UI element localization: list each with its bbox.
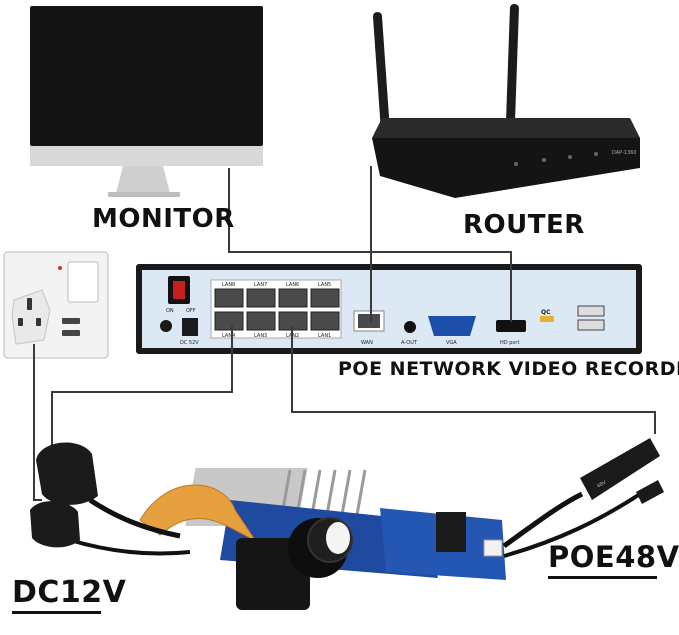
monitor-stand-base [108,192,180,197]
dc12v-underline [12,611,101,614]
lan-label: LAN8 [222,282,235,288]
wall-socket-indicator-icon [58,266,62,270]
power-off-label: OFF [186,308,196,314]
dc-connector [636,480,664,504]
router-antenna-right [506,4,519,124]
router-led-icon [568,155,572,159]
wall-socket [4,252,108,358]
router-top [372,118,640,138]
router-label: ROUTER [463,210,585,240]
lan-label: LAN6 [286,282,299,288]
dc12v-label: DC12V [12,575,126,610]
monitor-stand [116,166,170,193]
wall-socket-switch [68,262,98,302]
wan-label: WAN [361,340,373,346]
nvr-label: POE NETWORK VIDEO RECORDER [338,358,679,380]
router-led-icon [542,158,546,162]
usb-port-icon [578,306,604,316]
router-model: DAP-1360 [612,150,637,156]
rj45-connector [36,443,98,505]
lan-label: LAN5 [318,282,331,288]
qc-badge: QC [541,309,551,316]
vga-label: VGA [446,340,457,346]
poe48v-label: POE48V [548,540,679,574]
wall-socket-pin-icon [27,298,32,310]
power-on-label: ON [166,308,174,314]
lan-port [247,289,275,307]
lan-port [247,312,275,330]
audio-out-label: A-OUT [401,340,418,346]
dc-port [182,318,198,336]
lan-label: LAN3 [254,333,267,339]
router-antenna-left [373,12,391,136]
dc-port-label: DC 52V [180,340,199,346]
wan-port-socket [358,314,380,328]
camera-lens-glass [326,522,350,554]
poe-cable: 48V [504,438,664,556]
dc-jack-icon [160,320,172,332]
router-led-icon [514,162,518,166]
lan-label: LAN1 [318,333,331,339]
wall-socket-pin-icon [18,318,23,326]
monitor-chin [30,146,263,166]
qc-sticker [540,316,554,322]
lan-port [215,289,243,307]
usb-port-icon [62,330,80,336]
pcb-connector [484,540,502,556]
lan-port [279,289,307,307]
camera-module [140,468,506,610]
poe-cable-wire [504,494,582,546]
poe-transformer [436,512,466,552]
dc-cable-wire [70,540,190,554]
lan-port [311,289,339,307]
router-led-icon [594,152,598,156]
lan-port [215,312,243,330]
audio-out-jack-icon [404,321,416,333]
lan-label: LAN7 [254,282,267,288]
usb-port-icon [62,318,80,324]
nvr-device: ON OFF DC 52V LAN8 LAN7 LAN6 LAN5 LAN4 L… [136,264,642,354]
monitor-screen [30,6,263,146]
hdmi-label: HD port [500,340,519,346]
usb-port-icon [578,320,604,330]
dc-barrel-connector [30,501,80,547]
power-switch-rocker [173,281,185,299]
router-body [372,138,640,198]
lan-port [311,312,339,330]
router-device: DAP-1360 [372,4,640,198]
wall-socket-pin-icon [36,318,41,326]
lan-label: LAN4 [222,333,235,339]
poe48v-underline [548,576,657,579]
monitor-label: MONITOR [92,204,235,234]
vga-port [428,316,476,336]
